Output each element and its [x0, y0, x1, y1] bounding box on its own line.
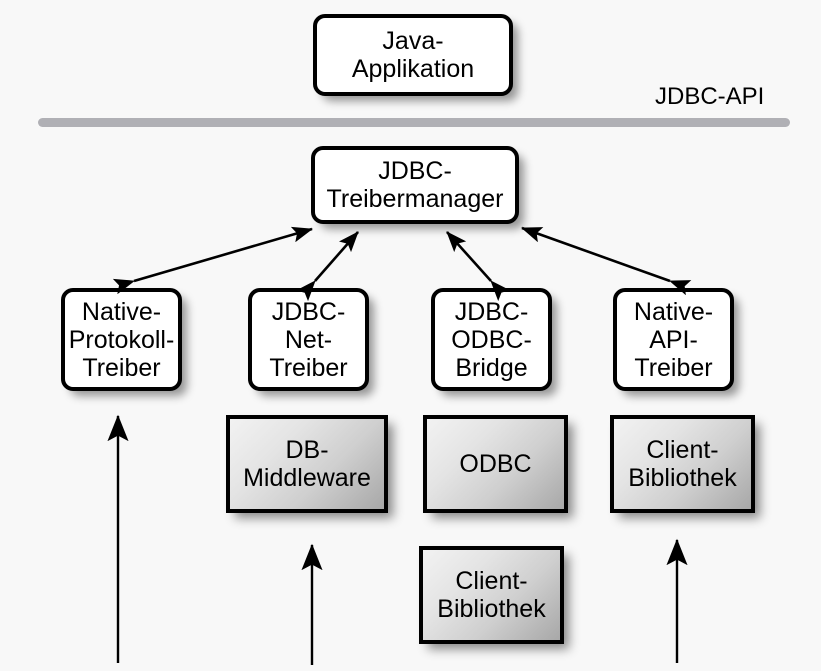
box-java-applikation[interactable]: Java- Applikation [313, 14, 513, 96]
box-client-bibliothek-odbc[interactable]: Client- Bibliothek [419, 546, 564, 644]
box-odbc[interactable]: ODBC [423, 415, 568, 513]
arrow-manager-native-api [521, 226, 692, 296]
box-jdbc-net-treiber[interactable]: JDBC- Net- Treiber [248, 288, 369, 391]
box-client-bibliothek-native-label: Client- Bibliothek [628, 436, 737, 492]
box-jdbc-odbc-bridge[interactable]: JDBC- ODBC- Bridge [431, 288, 552, 391]
box-db-middleware-label: DB- Middleware [243, 436, 371, 492]
box-jdbc-odbc-bridge-label: JDBC- ODBC- Bridge [451, 297, 532, 382]
box-native-api-treiber[interactable]: Native- API- Treiber [613, 288, 734, 391]
box-client-bibliothek-odbc-label: Client- Bibliothek [437, 567, 546, 623]
arrow-manager-jdbc-net [295, 231, 359, 302]
box-odbc-label: ODBC [459, 450, 532, 478]
box-jdbc-net-treiber-label: JDBC- Net- Treiber [269, 297, 348, 382]
box-native-protokoll-treiber[interactable]: Native- Protokoll- Treiber [61, 288, 182, 391]
box-jdbc-treibermanager-label: JDBC- Treibermanager [326, 157, 504, 213]
arrow-manager-jdbc-odbc [446, 231, 511, 302]
box-client-bibliothek-native[interactable]: Client- Bibliothek [610, 415, 755, 513]
box-native-protokoll-treiber-label: Native- Protokoll- Treiber [68, 297, 175, 382]
jdbc-api-separator-line [38, 118, 790, 127]
arrow-manager-native-protokoll [112, 226, 313, 295]
box-java-applikation-label: Java- Applikation [351, 27, 475, 83]
box-native-api-treiber-label: Native- API- Treiber [633, 297, 714, 382]
box-db-middleware[interactable]: DB- Middleware [226, 415, 388, 513]
box-jdbc-treibermanager[interactable]: JDBC- Treibermanager [311, 146, 519, 224]
jdbc-api-label: JDBC-API [655, 83, 765, 110]
